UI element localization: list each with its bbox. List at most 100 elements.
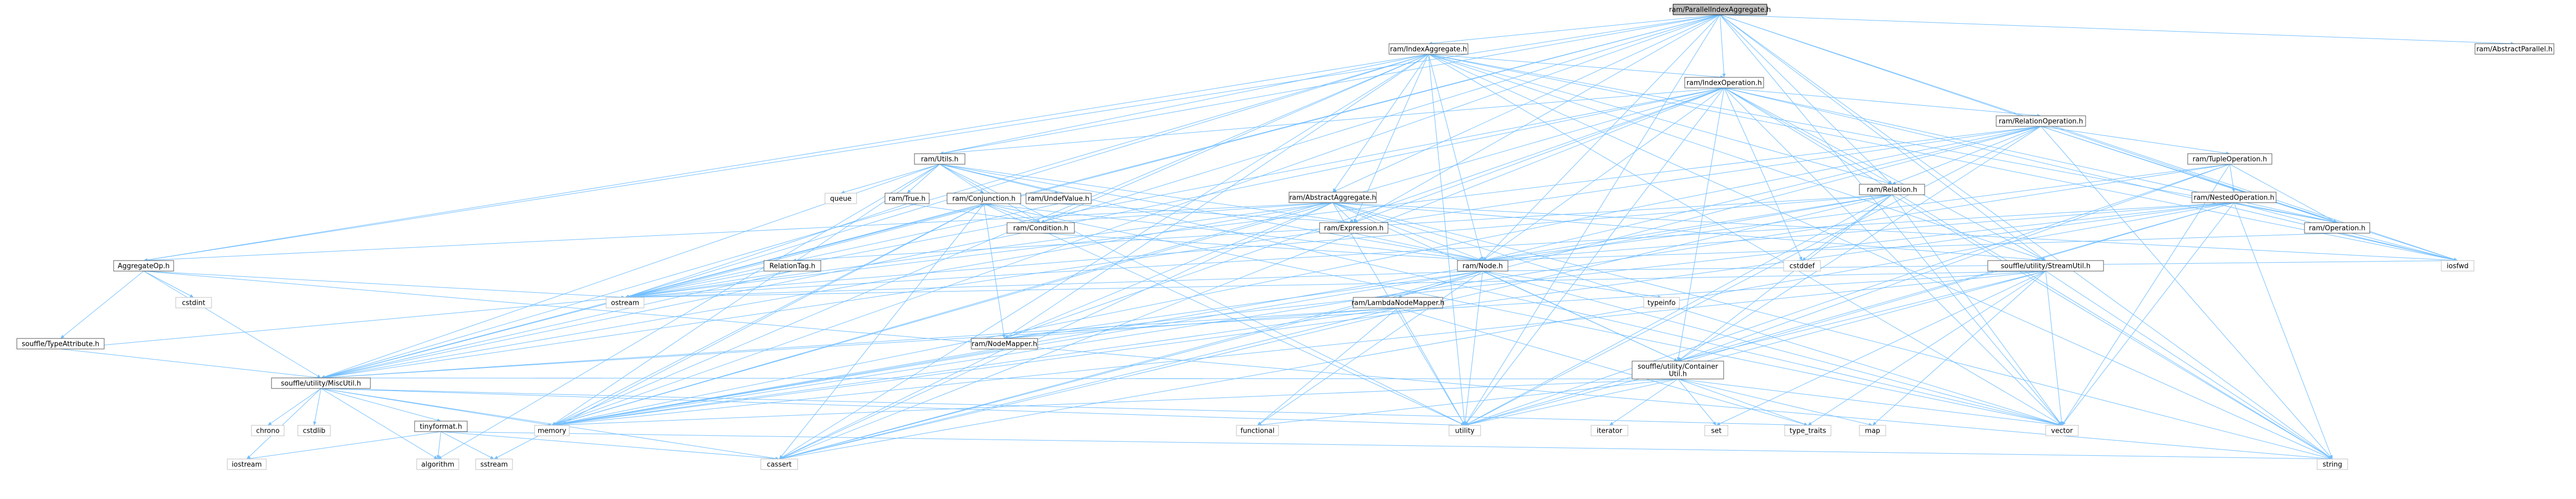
edge-miscUtil-to-cstdlib	[313, 388, 321, 426]
edge-line	[1719, 14, 1725, 78]
edge-line	[246, 431, 441, 460]
node-streamUtil[interactable]: souffle/utility/StreamUtil.h	[1987, 260, 2104, 272]
edge-line	[1428, 54, 2338, 223]
node-conjunction[interactable]: ram/Conjunction.h	[947, 193, 1021, 204]
node-typeinfo: typeinfo	[1643, 297, 1680, 308]
node-box	[760, 458, 798, 470]
edge-indexAggregate-to-utils	[939, 54, 1429, 155]
node-iosfwd: iosfwd	[2441, 260, 2474, 272]
edge-line	[779, 202, 1333, 460]
edge-line	[1004, 202, 2235, 339]
edge-parallelIndexAggregate-to-aggregateOp	[143, 14, 1720, 262]
node-relationOperation[interactable]: ram/RelationOperation.h	[1996, 115, 2086, 127]
edge-arrowhead	[313, 421, 317, 425]
edge-containerUtil-to-utility	[1464, 378, 1678, 426]
edge-line	[983, 203, 1041, 223]
node-abstractAggregate[interactable]: ram/AbstractAggregate.h	[1289, 192, 1377, 203]
node-label: ram/Expression.h	[1324, 225, 1383, 233]
edge-undefValue-to-ostream	[625, 203, 1059, 298]
edge-line	[320, 388, 1465, 426]
edge-line	[1353, 87, 1725, 223]
node-label: ram/True.h	[889, 195, 925, 203]
node-indexAggregate[interactable]: ram/IndexAggregate.h	[1388, 43, 1468, 55]
node-abstractParallel[interactable]: ram/AbstractParallel.h	[2474, 43, 2554, 55]
edge-abstractAggregate-to-cassert	[779, 202, 1333, 460]
node-condition[interactable]: ram/Condition.h	[1007, 222, 1075, 234]
edge-miscUtil-to-algorithm	[320, 388, 438, 460]
node-nestedOperation[interactable]: ram/NestedOperation.h	[2191, 192, 2277, 203]
edge-line	[320, 388, 441, 422]
node-true[interactable]: ram/True.h	[884, 193, 930, 204]
node-box	[416, 458, 459, 470]
node-node[interactable]: ram/Node.h	[1457, 260, 1508, 272]
edge-indexOperation-to-vector	[1724, 87, 2062, 426]
edge-line	[1677, 164, 2230, 362]
node-box	[113, 260, 174, 272]
node-label: Util.h	[1669, 371, 1687, 378]
node-box	[606, 297, 645, 308]
edge-line	[939, 164, 984, 194]
edge-arrowhead	[1808, 422, 1812, 425]
edge-utils-to-true	[907, 164, 940, 194]
edge-line	[551, 271, 2046, 426]
edge-line	[1677, 126, 2041, 362]
node-relationTag[interactable]: RelationTag.h	[763, 260, 821, 272]
edge-tinyformat-to-sstream	[440, 431, 495, 460]
node-box	[175, 297, 212, 308]
edge-line	[551, 126, 2041, 426]
node-label: AggregateOp.h	[118, 263, 170, 271]
node-lambdaNodeMapper[interactable]: ram/LambdaNodeMapper.h	[1352, 297, 1445, 308]
node-operation[interactable]: ram/Operation.h	[2304, 222, 2370, 234]
node-typeAttribute[interactable]: souffle/TypeAttribute.h	[16, 338, 105, 350]
node-undefValue[interactable]: ram/UndefValue.h	[1025, 193, 1092, 204]
edge-line	[1482, 271, 1662, 298]
node-vector: vector	[2045, 425, 2079, 436]
node-box	[2187, 153, 2272, 165]
edge-arrowhead	[1873, 421, 1877, 425]
edge-line	[983, 203, 2062, 426]
node-tinyformat[interactable]: tinyformat.h	[414, 421, 468, 432]
node-expression[interactable]: ram/Expression.h	[1319, 222, 1388, 234]
edge-utils-to-algorithm	[437, 164, 940, 460]
node-tupleOperation[interactable]: ram/TupleOperation.h	[2187, 153, 2272, 165]
node-label: ram/Node.h	[1463, 263, 1503, 271]
node-indexOperation[interactable]: ram/IndexOperation.h	[1684, 77, 1764, 88]
edge-arrowhead	[1722, 73, 1726, 77]
node-relation[interactable]: ram/Relation.h	[1859, 184, 1925, 195]
edge-arrowhead	[1037, 219, 1041, 223]
edge-line	[1677, 271, 2046, 362]
edge-arrowhead	[907, 189, 911, 193]
node-miscUtil[interactable]: souffle/utility/MiscUtil.h	[271, 377, 371, 389]
node-label: souffle/utility/MiscUtil.h	[281, 380, 361, 388]
edge-line	[1482, 14, 1720, 261]
edge-line	[1464, 14, 1720, 426]
node-utils[interactable]: ram/Utils.h	[914, 153, 965, 165]
edge-typeAttribute-to-miscUtil	[60, 348, 321, 380]
node-aggregateOp[interactable]: AggregateOp.h	[113, 260, 174, 272]
edge-line	[551, 203, 984, 426]
node-box	[297, 425, 331, 436]
node-box	[1353, 297, 1443, 308]
edge-miscUtil-to-iostream	[246, 388, 321, 460]
edge-line	[1428, 54, 2046, 261]
edge-lambdaNodeMapper-to-utility	[1397, 307, 1465, 426]
edge-line	[1332, 14, 1720, 193]
edge-line	[939, 164, 1354, 223]
node-box	[1289, 192, 1377, 203]
node-box	[2474, 43, 2554, 55]
edge-arrowhead	[2060, 421, 2064, 425]
edge-arrowhead	[436, 455, 440, 459]
node-nodeMapper[interactable]: ram/NodeMapper.h	[971, 338, 1038, 350]
node-parallelIndexAggregate[interactable]: ram/ParallelIndexAggregate.h	[1669, 4, 1771, 15]
node-box	[1448, 425, 1481, 436]
node-box	[251, 425, 285, 436]
node-queue: queue	[824, 193, 857, 204]
node-box	[1007, 222, 1075, 234]
edge-line	[551, 14, 1720, 426]
edge-containerUtil-to-functional	[1257, 378, 1678, 427]
edge-line	[2040, 126, 2333, 460]
edge-line	[1677, 378, 1808, 426]
node-box	[1025, 193, 1092, 204]
edge-arrowhead	[247, 455, 251, 459]
